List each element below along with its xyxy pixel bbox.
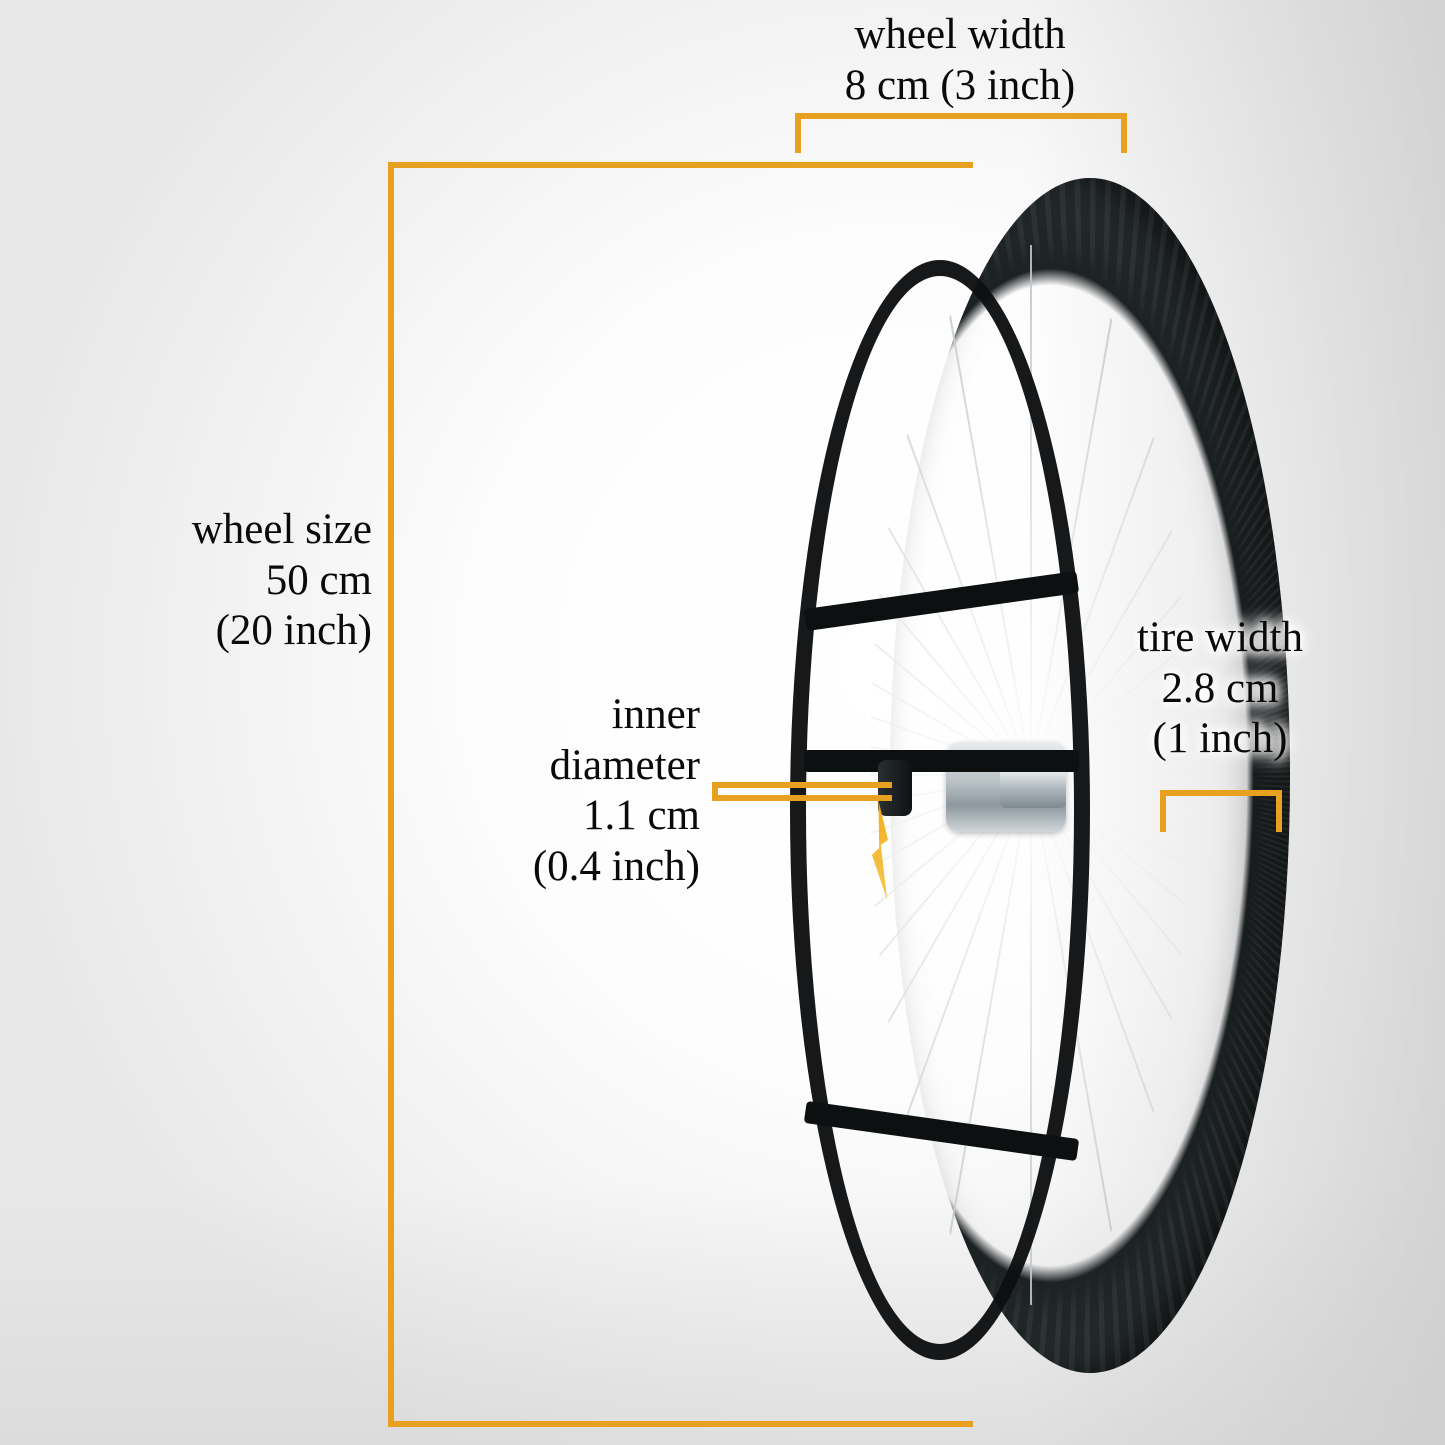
- inner-diameter-pointer-cap: [712, 782, 718, 801]
- tire-width-bracket: [1160, 790, 1282, 832]
- wheel-width-bracket: [795, 113, 1127, 153]
- tire-width-label: tire width 2.8 cm (1 inch): [1137, 614, 1303, 763]
- hub-nut: [878, 760, 912, 816]
- wheel-photo: [760, 160, 1320, 1390]
- inner-diameter-label: inner diameter 1.1 cm (0.4 inch): [532, 691, 700, 891]
- wheel-size-label: wheel size 50 cm (20 inch): [191, 506, 372, 655]
- inner-diameter-pointer-bottom: [712, 795, 892, 801]
- rim-arm: [804, 750, 1079, 772]
- wheel-width-label: wheel width 8 cm (3 inch): [844, 11, 1076, 109]
- wheel-size-bracket: [388, 162, 973, 1427]
- inner-diameter-pointer-top: [712, 782, 892, 788]
